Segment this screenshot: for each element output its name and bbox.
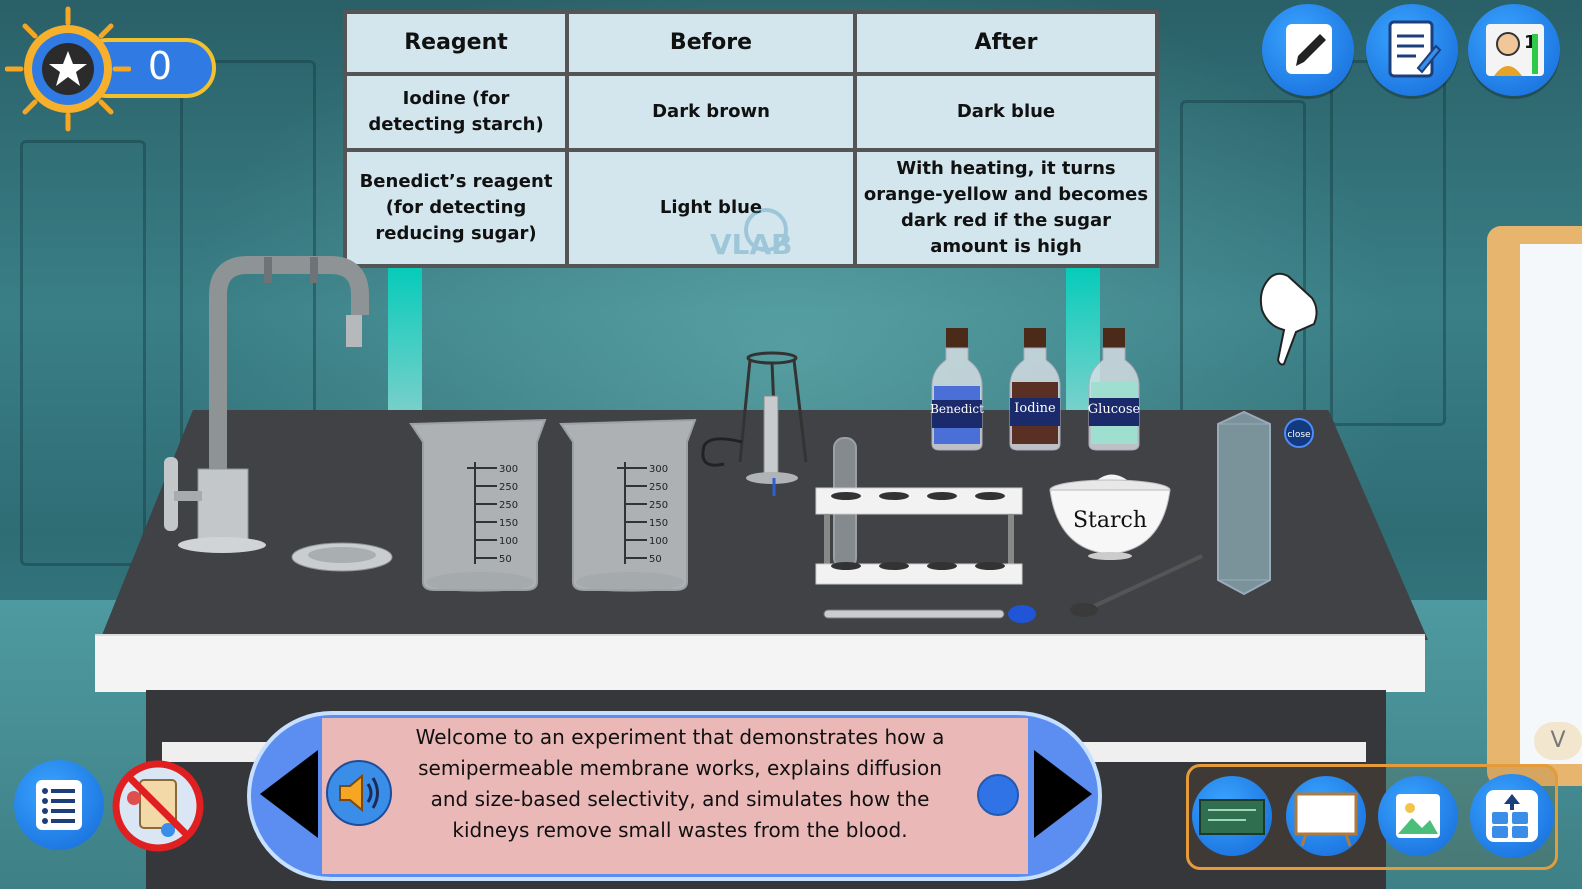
test-tube-rack[interactable] <box>814 484 1024 588</box>
board-surface <box>1520 244 1582 764</box>
iodine-label: Iodine <box>1014 401 1056 416</box>
progress-dot-button[interactable] <box>977 774 1019 816</box>
wall-panel <box>1180 100 1306 436</box>
membrane-tube[interactable] <box>1214 410 1274 598</box>
pencil-icon <box>1286 24 1332 74</box>
iodine-bottle[interactable] <box>1006 326 1064 452</box>
svg-text:250: 250 <box>499 482 518 493</box>
drain-plate <box>291 542 393 572</box>
dropper[interactable] <box>822 602 1046 626</box>
table-cell-before: Light blue <box>565 148 857 268</box>
list-icon <box>36 780 82 830</box>
svg-text:300: 300 <box>499 464 518 475</box>
vlab-watermark-logo: VLAB <box>710 208 792 261</box>
list-button[interactable] <box>14 760 104 850</box>
tripod-burner[interactable] <box>694 350 824 500</box>
table-cell-after: With heating, it turns orange-yellow and… <box>853 148 1159 268</box>
svg-text:250: 250 <box>649 500 668 511</box>
benedict-label: Benedict <box>930 402 984 416</box>
speaker-icon <box>339 773 379 813</box>
svg-text:300: 300 <box>649 464 668 475</box>
narration-text-box <box>322 718 1028 874</box>
whiteboard-icon <box>1294 792 1358 847</box>
glucose-bottle[interactable] <box>1085 326 1143 452</box>
spatula[interactable] <box>1066 552 1208 622</box>
image-button[interactable] <box>1378 776 1458 856</box>
svg-text:100: 100 <box>649 536 668 547</box>
image-icon <box>1396 794 1440 838</box>
wall-panel <box>1330 60 1446 426</box>
glucose-label: Glucose <box>1087 402 1141 417</box>
chalkboard-button[interactable] <box>1192 776 1272 856</box>
notes-button[interactable] <box>1366 4 1458 96</box>
pencil-button[interactable] <box>1262 4 1354 96</box>
disabled-clipboard-button[interactable] <box>110 758 206 854</box>
table-header: Before <box>565 10 857 76</box>
star-badge-icon <box>5 6 131 132</box>
no-clipboard-icon <box>112 760 204 852</box>
speaker-button[interactable] <box>326 760 392 826</box>
previous-arrow-button[interactable] <box>260 750 318 838</box>
beaker[interactable]: 300 250 250 150 100 50 <box>405 412 555 594</box>
score-value: 0 <box>147 44 173 88</box>
chalkboard-icon <box>1199 799 1265 835</box>
table-cell-reagent: Iodine (for detecting starch) <box>343 72 569 152</box>
pointer-hand-icon <box>1259 272 1318 366</box>
close-button[interactable]: close <box>1284 418 1314 448</box>
light-strip <box>388 268 422 418</box>
svg-text:250: 250 <box>649 482 668 493</box>
svg-text:250: 250 <box>499 500 518 511</box>
whiteboard-button[interactable] <box>1286 776 1366 856</box>
table-cell-after: Dark blue <box>853 72 1159 152</box>
svg-text:50: 50 <box>499 554 512 565</box>
table-cell-before: Dark brown <box>565 72 857 152</box>
table-header: Reagent <box>343 10 569 76</box>
table-cell-reagent: Benedict’s reagent (for detecting reduci… <box>343 148 569 268</box>
benedict-bottle[interactable] <box>928 326 986 452</box>
apps-upload-button[interactable] <box>1470 774 1554 858</box>
starch-bowl[interactable] <box>1048 464 1172 562</box>
beaker[interactable]: 300 250 250 150 100 50 <box>555 412 705 594</box>
professor-icon: 1 <box>1486 24 1544 76</box>
svg-text:150: 150 <box>649 518 668 529</box>
table-header: After <box>853 10 1159 76</box>
professor-button[interactable]: 1 <box>1468 4 1560 96</box>
next-arrow-button[interactable] <box>1034 750 1092 838</box>
starch-label: Starch <box>1072 508 1148 533</box>
lab-bench-front <box>95 634 1425 692</box>
svg-text:100: 100 <box>499 536 518 547</box>
apps-upload-icon <box>1486 790 1538 842</box>
svg-text:VLAB: VLAB <box>710 228 792 261</box>
narration-text: Welcome to an experiment that demonstrat… <box>415 725 945 842</box>
board-label[interactable]: V <box>1534 722 1582 760</box>
reagent-table: Reagent Before After Iodine (for detecti… <box>343 10 1159 268</box>
notes-icon <box>1388 20 1442 78</box>
wall-panel <box>20 140 146 566</box>
water-faucet[interactable] <box>160 255 380 555</box>
svg-text:50: 50 <box>649 554 662 565</box>
svg-text:150: 150 <box>499 518 518 529</box>
